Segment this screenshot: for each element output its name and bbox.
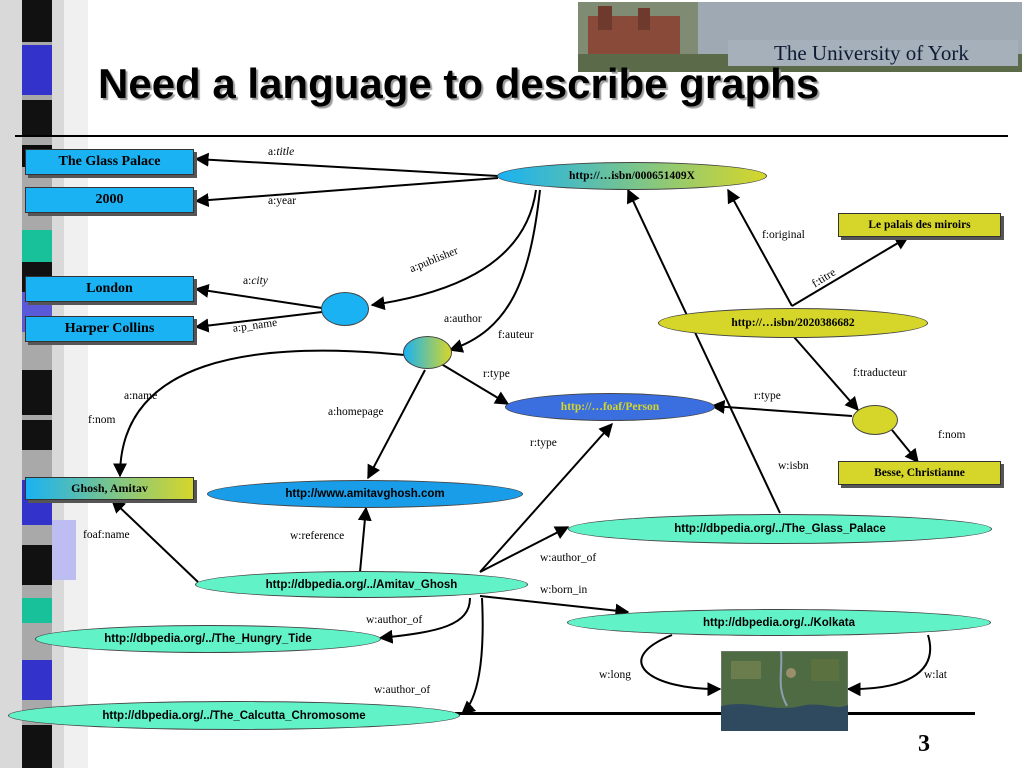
slide-number: 3 — [918, 731, 930, 757]
edge-f-traducteur — [793, 336, 859, 412]
node-isbn-000651409X: http://…isbn/000651409X — [497, 162, 767, 190]
edge-label-w-long: w:long — [599, 669, 631, 681]
node-dbpedia-hungry-tide: http://dbpedia.org/../The_Hungry_Tide — [35, 625, 381, 653]
edge-label-f-auteur: f:auteur — [498, 329, 534, 341]
page-title: Need a language to describe graphs — [98, 60, 820, 107]
edge-label-f-nom-1: f:nom — [88, 414, 116, 426]
edge-w-born-in — [479, 595, 630, 618]
edge-w-lat — [846, 634, 931, 697]
blank-node-author — [403, 336, 452, 369]
edge-f-original — [727, 188, 793, 307]
edge-label-r-type-1: r:type — [483, 368, 510, 380]
edge-w-author-of-3 — [460, 597, 484, 715]
node-amitavghosh-homepage: http://www.amitavghosh.com — [207, 480, 523, 508]
edge-label-w-reference: w:reference — [290, 530, 345, 542]
literal-le-palais-des-miroirs: Le palais des miroirs — [838, 213, 1001, 237]
edge-label-r-type-2: r:type — [530, 437, 557, 449]
node-dbpedia-glass-palace: http://dbpedia.org/../The_Glass_Palace — [568, 514, 992, 544]
edge-label-a-city: a:city — [243, 275, 268, 287]
edge-a-homepage — [367, 369, 426, 480]
edge-a-city — [194, 283, 323, 309]
edge-label-w-author-of-1: w:author_of — [540, 552, 597, 564]
edge-label-w-author-of-3: w:author_of — [374, 684, 431, 696]
edge-a-year — [194, 177, 499, 208]
blank-node-publisher — [321, 292, 369, 326]
node-dbpedia-amitav-ghosh: http://dbpedia.org/../Amitav_Ghosh — [195, 571, 528, 598]
node-foaf-person: http://…foaf/Person — [505, 393, 715, 421]
edge-label-w-author-of-2: w:author_of — [366, 614, 423, 626]
literal-2000: 2000 — [25, 187, 194, 213]
edge-w-author-of-2 — [378, 597, 471, 644]
literal-the-glass-palace: The Glass Palace — [25, 149, 194, 175]
footer-divider — [455, 712, 975, 715]
edge-label-a-name: a:name — [124, 390, 158, 402]
edge-label-w-born-in: w:born_in — [540, 584, 588, 596]
edge-label-f-nom-2: f:nom — [938, 429, 966, 441]
edge-label-a-author: a:author — [444, 313, 482, 325]
node-dbpedia-calcutta-chromosome: http://dbpedia.org/../The_Calcutta_Chrom… — [8, 701, 460, 730]
blank-node-translator — [852, 405, 898, 435]
edge-label-foaf-name: foaf:name — [83, 529, 130, 541]
edge-f-titre — [791, 236, 910, 307]
university-logo: The University of York — [578, 2, 1022, 72]
edge-label-w-isbn: w:isbn — [778, 460, 809, 472]
literal-besse-christianne: Besse, Christianne — [838, 461, 1001, 485]
edge-w-isbn — [627, 188, 781, 514]
literal-london: London — [25, 276, 194, 302]
edge-a-p-name — [194, 311, 323, 333]
edge-r-type-1 — [437, 361, 510, 405]
edge-label-a-title: a:title — [268, 146, 295, 158]
edge-r-type-3 — [710, 399, 853, 417]
edge-a-name — [113, 349, 406, 478]
edge-a-title — [194, 152, 499, 177]
edge-label-r-type-3: r:type — [754, 390, 781, 402]
edge-label-f-traducteur: f:traducteur — [853, 367, 907, 379]
edge-w-author-of-1 — [479, 526, 570, 573]
logo-text: The University of York — [774, 41, 969, 65]
header-divider — [15, 135, 1008, 137]
edge-w-long — [640, 634, 722, 697]
edge-f-nom-2 — [891, 429, 919, 464]
literal-harper-collins: Harper Collins — [25, 316, 194, 342]
node-dbpedia-kolkata: http://dbpedia.org/../Kolkata — [567, 609, 991, 636]
edge-r-type-2 — [479, 422, 613, 573]
edge-a-publisher — [370, 189, 537, 311]
edge-label-w-lat: w:lat — [924, 669, 947, 681]
edge-foaf-name — [110, 499, 199, 583]
edge-a-author — [448, 189, 541, 353]
literal-ghosh-amitav: Ghosh, Amitav — [25, 477, 194, 500]
decorative-side-stripe — [0, 0, 88, 768]
node-isbn-2020386682: http://…isbn/2020386682 — [658, 308, 928, 338]
edge-label-a-year: a:year — [268, 195, 297, 207]
edge-w-reference — [357, 506, 372, 573]
kolkata-satellite-map — [721, 651, 848, 731]
edge-label-a-homepage: a:homepage — [328, 406, 384, 418]
edge-label-f-original: f:original — [762, 229, 805, 241]
